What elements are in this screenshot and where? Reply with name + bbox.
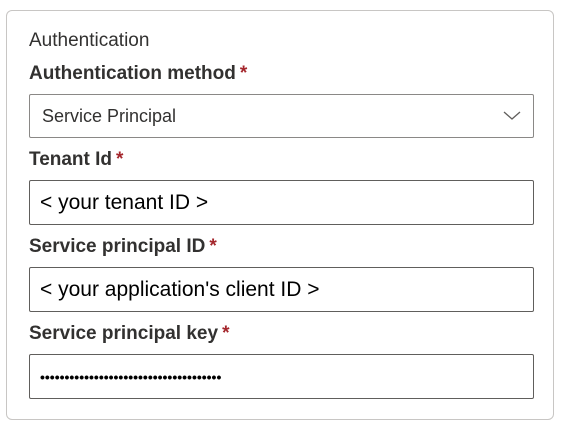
authentication-method-label: Authentication method*	[29, 62, 247, 86]
authentication-panel: Authentication Authentication method* Se…	[6, 10, 554, 420]
chevron-down-icon	[503, 111, 521, 120]
authentication-method-label-text: Authentication method	[29, 63, 236, 84]
service-principal-key-label-text: Service principal key	[29, 323, 219, 344]
service-principal-id-label: Service principal ID*	[29, 235, 217, 259]
service-principal-id-label-text: Service principal ID	[29, 236, 206, 257]
service-principal-key-input[interactable]	[29, 354, 534, 399]
required-marker: *	[209, 236, 217, 257]
service-principal-id-input[interactable]	[29, 267, 534, 312]
authentication-method-selected-value: Service Principal	[42, 106, 177, 126]
required-marker: *	[116, 149, 124, 170]
required-marker: *	[239, 63, 248, 84]
section-title: Authentication	[29, 30, 150, 51]
authentication-method-dropdown[interactable]: Service Principal	[29, 94, 534, 138]
tenant-id-label-text: Tenant Id	[29, 149, 113, 170]
service-principal-key-label: Service principal key*	[29, 322, 229, 346]
tenant-id-input[interactable]	[29, 180, 534, 225]
tenant-id-label: Tenant Id*	[29, 148, 123, 172]
required-marker: *	[222, 323, 230, 344]
